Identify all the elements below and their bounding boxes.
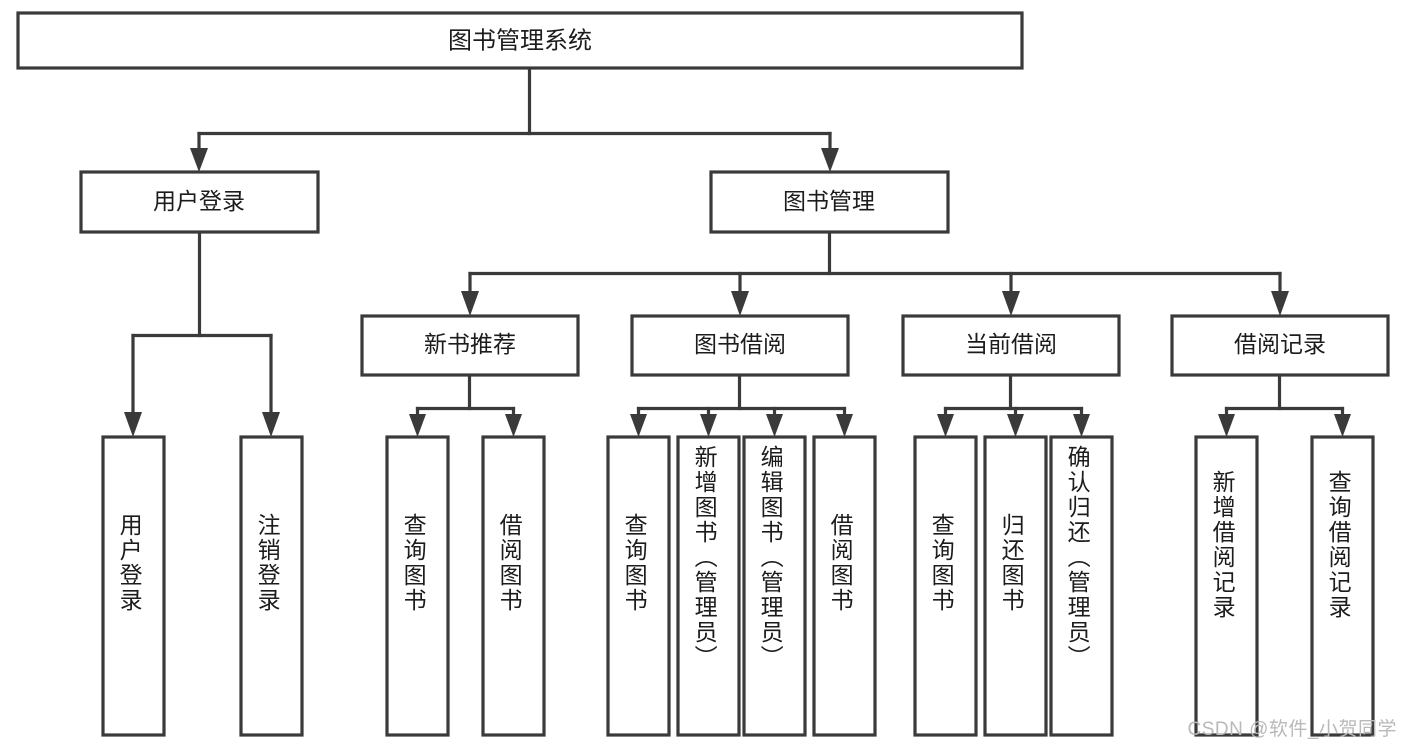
connector-group-borrow-record bbox=[1218, 373, 1351, 437]
leaf-boxes bbox=[101, 435, 1375, 737]
node-root[interactable]: 图书管理系统 bbox=[16, 11, 1024, 70]
leaf-box-confirm-return[interactable] bbox=[1049, 435, 1114, 737]
csdn-watermark: CSDN @软件_小贺同学 bbox=[1187, 719, 1397, 740]
arrow-head-leaf-logout bbox=[262, 412, 280, 437]
arrow-head-borrow-record bbox=[1271, 291, 1289, 316]
node-current-borrow-label: 当前借阅 bbox=[965, 331, 1057, 357]
arrow-head-new-book-rec bbox=[461, 291, 479, 316]
node-current-borrow[interactable]: 当前借阅 bbox=[901, 314, 1121, 377]
connector-group-user-login bbox=[124, 230, 280, 437]
arrow-head-leaf-borrow-book-2 bbox=[836, 414, 853, 437]
connector-group-root bbox=[190, 66, 839, 172]
arrow-head-leaf-query-record bbox=[1334, 414, 1351, 437]
leaf-box-query-book-3[interactable] bbox=[913, 435, 978, 737]
node-user-login-label: 用户登录 bbox=[153, 188, 245, 214]
arrow-head-book-manage bbox=[821, 148, 839, 172]
node-borrow-record-label: 借阅记录 bbox=[1234, 331, 1326, 357]
leaf-box-borrow-book-2[interactable] bbox=[812, 435, 877, 737]
leaf-box-add-book[interactable] bbox=[676, 435, 741, 737]
leaf-box-query-book-2[interactable] bbox=[606, 435, 671, 737]
node-book-manage-box[interactable] bbox=[709, 170, 950, 234]
node-borrow-record-box[interactable] bbox=[1170, 314, 1390, 377]
node-new-book-rec-box[interactable] bbox=[360, 314, 580, 377]
arrow-head-current-borrow bbox=[1002, 291, 1020, 316]
connector-group-new-book-rec bbox=[409, 373, 522, 437]
arrow-head-book-borrow bbox=[731, 291, 749, 316]
leaf-box-query-book-1[interactable] bbox=[385, 435, 450, 737]
arrow-head-leaf-add-book bbox=[700, 414, 717, 437]
connector-group-book-manage bbox=[461, 230, 1289, 316]
node-root-box[interactable] bbox=[16, 11, 1024, 70]
node-book-borrow[interactable]: 图书借阅 bbox=[630, 314, 850, 377]
leaf-box-borrow-book-1[interactable] bbox=[481, 435, 546, 737]
connector-group-book-borrow bbox=[630, 373, 853, 437]
node-book-manage[interactable]: 图书管理 bbox=[709, 170, 950, 234]
arrow-head-leaf-edit-book bbox=[766, 414, 783, 437]
node-current-borrow-box[interactable] bbox=[901, 314, 1121, 377]
leaf-box-logout[interactable] bbox=[239, 435, 304, 737]
arrow-head-leaf-return-book bbox=[1007, 414, 1024, 437]
arrow-head-leaf-query-book-2 bbox=[630, 414, 647, 437]
node-new-book-rec[interactable]: 新书推荐 bbox=[360, 314, 580, 377]
node-borrow-record[interactable]: 借阅记录 bbox=[1170, 314, 1390, 377]
arrow-head-leaf-borrow-book-1 bbox=[505, 414, 522, 437]
node-book-manage-label: 图书管理 bbox=[783, 188, 875, 214]
node-book-borrow-box[interactable] bbox=[630, 314, 850, 377]
node-user-login-box[interactable] bbox=[79, 170, 320, 234]
node-new-book-rec-label: 新书推荐 bbox=[424, 331, 516, 357]
arrow-head-leaf-query-book-1 bbox=[409, 414, 426, 437]
arrow-head-leaf-add-record bbox=[1218, 414, 1235, 437]
node-root-label: 图书管理系统 bbox=[448, 27, 592, 54]
node-book-borrow-label: 图书借阅 bbox=[694, 331, 786, 357]
arrow-head-leaf-confirm-return bbox=[1073, 414, 1090, 437]
node-user-login[interactable]: 用户登录 bbox=[79, 170, 320, 234]
leaf-box-edit-book[interactable] bbox=[742, 435, 807, 737]
arrow-head-user-login bbox=[190, 148, 208, 172]
leaf-box-return-book[interactable] bbox=[983, 435, 1048, 737]
leaf-box-user-login[interactable] bbox=[101, 435, 166, 737]
arrow-head-leaf-user-login bbox=[124, 412, 142, 437]
leaf-box-add-record[interactable] bbox=[1194, 435, 1259, 737]
leaf-box-query-record[interactable] bbox=[1310, 435, 1375, 737]
arrow-head-leaf-query-book-3 bbox=[937, 414, 954, 437]
connector-group-current-borrow bbox=[937, 373, 1090, 437]
